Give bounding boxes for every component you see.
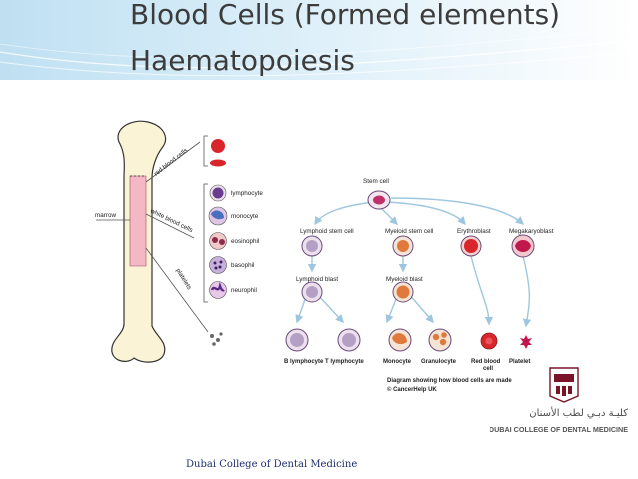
lymphoid-stem-cell-label: Lymphoid stem cell [300, 228, 354, 235]
megakaryoblast-label: Megakaryoblast [509, 228, 554, 235]
college-emblem-icon [549, 367, 579, 403]
stem-cell-label: Stem cell [363, 178, 389, 185]
header-band [0, 0, 638, 80]
lymphoid-blast-label: Lymphoid blast [296, 276, 338, 283]
erythroblast-label: Erythroblast [457, 228, 491, 235]
bone-marrow-figure: marrow red blood cells white blood cells… [90, 116, 277, 370]
neurophil-label: neurophil [231, 287, 257, 294]
basophil-label: basophil [231, 262, 254, 269]
red-blood-cell-suffix-label: cell [483, 366, 493, 372]
granulocyte-label: Granulocyte [421, 359, 457, 365]
diagram-caption: Diagram showing how blood cells are made [387, 378, 512, 384]
granulocyte-icon [428, 328, 452, 352]
marrow-label: marrow [95, 212, 116, 219]
haematopoiesis-diagram: Stem cell Lymphoid stem cell Myeloid ste… [283, 176, 585, 400]
platelet-label: Platelet [509, 359, 530, 365]
b-lymphocyte-label: B lymphocyte [284, 359, 324, 365]
monocyte-final-label: Monocyte [383, 359, 412, 365]
slide-title: Blood Cells (Formed elements) [130, 0, 561, 31]
red-blood-cell-icon [211, 139, 225, 153]
t-lymphocyte-label: T lymphocyte [325, 359, 364, 365]
footer-text: Dubai College of Dental Medicine [186, 459, 358, 470]
femur-bone-icon [111, 120, 167, 363]
header-wave-decoration [0, 27, 638, 77]
college-arabic-name: كليـة دبـي لطب الأسنان [529, 406, 628, 419]
monocyte-label: monocyte [231, 213, 259, 220]
myeloid-blast-label: Myeloid blast [386, 276, 423, 283]
red-blood-label: Red blood [471, 359, 501, 365]
eosinophil-icon [209, 232, 227, 250]
diagram-credit: © CancerHelp UK [387, 386, 437, 393]
eosinophil-label: eosinophil [231, 238, 259, 245]
red-blood-cell-side-icon [210, 159, 226, 167]
myeloid-stem-cell-label: Myeloid stem cell [385, 228, 433, 235]
college-english-name: DUBAI COLLEGE OF DENTAL MEDICINE [490, 425, 628, 434]
platelet-icon [520, 335, 532, 349]
college-logo: كليـة دبـي لطب الأسنان DUBAI COLLEGE OF … [490, 367, 628, 434]
platelets-icon [210, 332, 223, 346]
slide-subtitle: Haematopoiesis [130, 44, 355, 77]
lymphocyte-label: lymphocyte [231, 190, 263, 197]
basophil-icon [209, 256, 227, 274]
